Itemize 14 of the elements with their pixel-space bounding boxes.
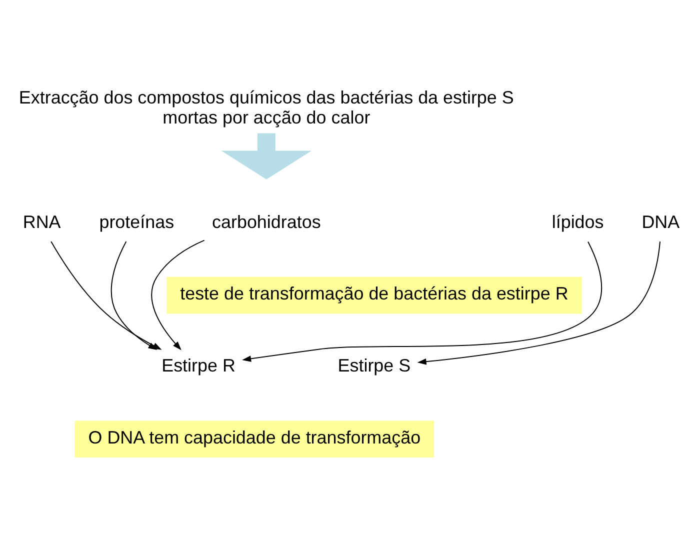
node-text: Extracção dos compostos químicos das bactérias da estirpe S mortas por acção do calor <box>18 87 514 128</box>
node-text: RNA <box>22 212 61 232</box>
node-text: Estirpe S <box>338 356 411 376</box>
arrow <box>221 133 312 180</box>
node-box: O DNA tem capacidade de transformação <box>74 420 434 458</box>
node-text: carbohidratos <box>212 212 321 232</box>
arrow <box>417 241 661 365</box>
arrow <box>110 240 158 350</box>
arrow <box>242 241 602 362</box>
node-text: lípidos <box>552 212 604 232</box>
node-text: Estirpe R <box>162 356 236 376</box>
node-text: proteínas <box>99 212 174 232</box>
node-box: teste de transformação de bactérias da estirpe R <box>166 276 582 314</box>
node-text: DNA <box>642 212 680 232</box>
